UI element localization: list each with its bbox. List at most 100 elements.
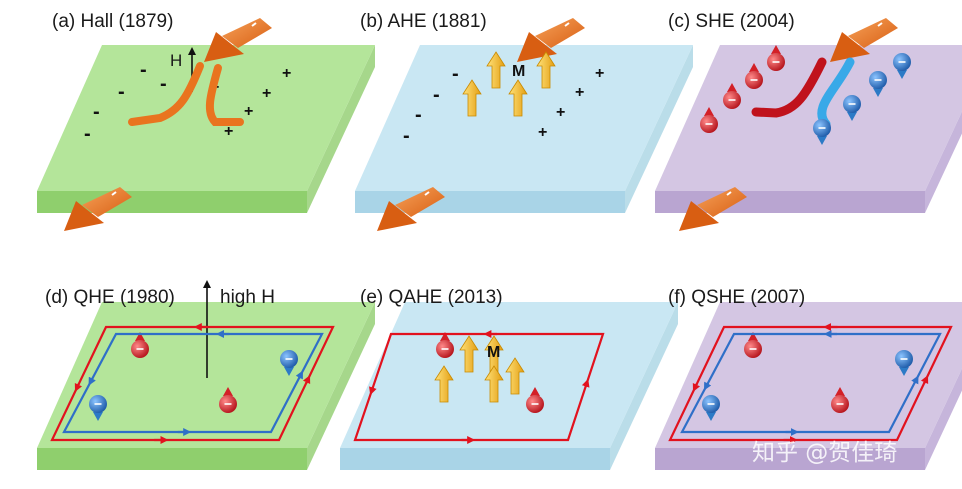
panel-b-minus-2: - bbox=[415, 104, 422, 126]
panel-f-edge-red-arrow-1 bbox=[920, 375, 929, 385]
lead-a-bottom-mark bbox=[111, 191, 117, 196]
panel-d-edge-red-arrow-1 bbox=[302, 375, 311, 385]
panel-f-spin-down-1-arrow bbox=[706, 412, 716, 421]
panel-f-edge-blue-path bbox=[680, 332, 942, 434]
slab-c-top-face bbox=[655, 45, 962, 191]
panel-f-spin-up-0-arrow bbox=[748, 332, 758, 341]
panel-d-spin-down-0-arrow bbox=[284, 367, 294, 376]
overlays-layer: -----+++++----++++ bbox=[50, 18, 953, 444]
slab-b-top-face bbox=[355, 45, 693, 191]
panel-c-spin-down-0 bbox=[893, 53, 911, 79]
panel-c-spin-up-2 bbox=[723, 83, 741, 109]
lead-b-top-mark bbox=[564, 22, 570, 27]
panel-a-label: (a) Hall (1879) bbox=[52, 11, 173, 32]
lead-a-top-head bbox=[204, 32, 244, 62]
panel-a-current-right bbox=[205, 64, 244, 126]
panel-c-spin-down-0-arrow bbox=[897, 70, 907, 79]
panel-a-minus-4: - bbox=[84, 123, 91, 145]
panel-c-spin-down-3-arrow bbox=[817, 136, 827, 145]
panel-e-label: (e) QAHE (2013) bbox=[360, 287, 503, 308]
panel-b-moment-arrow-2 bbox=[462, 79, 482, 117]
slab-d-top-face bbox=[37, 302, 375, 448]
panel-e-moment-arrow-3 bbox=[484, 365, 504, 403]
panel-b-minus-1: - bbox=[433, 84, 440, 106]
panel-c-spin-down-1-arrow bbox=[873, 88, 883, 97]
panel-c-spin-up-0-arrow bbox=[771, 45, 781, 54]
panel-b-moment-arrow-0 bbox=[486, 51, 506, 89]
panel-a-minus-2: - bbox=[160, 73, 167, 95]
panel-a-plus-2: + bbox=[244, 103, 253, 120]
panel-f-edge-red-arrow-3 bbox=[692, 382, 701, 392]
panel-a-plus-0: + bbox=[282, 65, 291, 82]
panel-f-label: (f) QSHE (2007) bbox=[668, 287, 805, 308]
panel-a-current-left bbox=[128, 62, 204, 126]
panel-d-spin-up-1 bbox=[219, 387, 237, 413]
slab-e-front-face bbox=[340, 448, 610, 470]
panel-e-edge-red-arrow-1 bbox=[581, 378, 590, 388]
lead-a-bottom-body bbox=[82, 187, 132, 217]
panel-f-spin-down-0 bbox=[895, 350, 913, 376]
panel-d-spin-up-1-arrow bbox=[223, 387, 233, 396]
panel-f-spin-up-1-arrow bbox=[835, 387, 845, 396]
panel-d-edge-red-arrow-3 bbox=[74, 382, 83, 392]
panel-a-minus-1: - bbox=[118, 81, 125, 103]
panel-f-spin-down-0-arrow bbox=[899, 367, 909, 376]
lead-a-top-body bbox=[222, 18, 272, 48]
panel-b-plus-0: + bbox=[595, 65, 604, 82]
panel-a-plus-3: + bbox=[224, 123, 233, 140]
panel-a-field-label: H bbox=[170, 51, 182, 70]
lead-c-bottom bbox=[679, 187, 747, 231]
panel-d-edge-blue-arrow-1 bbox=[295, 370, 303, 380]
panel-e-moment-arrow-4 bbox=[505, 357, 525, 395]
panel-c-spin-down-1 bbox=[869, 71, 887, 97]
panel-b-moment-arrow-3 bbox=[508, 79, 528, 117]
panel-d-spin-up-0 bbox=[131, 332, 149, 358]
panel-f-edge-blue bbox=[680, 330, 942, 436]
lead-a-top bbox=[204, 18, 272, 62]
lead-a-bottom-head bbox=[64, 201, 104, 231]
panel-f-spin-up-1 bbox=[831, 387, 849, 413]
slab-a-top-face bbox=[37, 45, 375, 191]
panel-e-edge-red bbox=[353, 330, 605, 444]
panel-e-spin-up-0 bbox=[436, 332, 454, 358]
panel-e-spin-down-0 bbox=[526, 387, 544, 413]
panel-a-plus-1: + bbox=[262, 85, 271, 102]
slab-d-side-face bbox=[307, 302, 375, 470]
lead-c-bottom-head bbox=[679, 201, 719, 231]
panel-e-moment-arrow-2 bbox=[434, 365, 454, 403]
panel-e-spin-up-0-arrow bbox=[440, 332, 450, 341]
panel-c-spin-up-1-arrow bbox=[749, 63, 759, 72]
lead-b-bottom bbox=[377, 187, 445, 231]
panel-b-moment-arrow-1 bbox=[536, 51, 556, 89]
lead-a-top-mark bbox=[251, 22, 257, 27]
slab-f-side-face bbox=[925, 368, 962, 470]
slab-c bbox=[655, 45, 962, 213]
panel-b-plus-1: + bbox=[575, 84, 584, 101]
slab-e-top-face bbox=[340, 302, 678, 448]
panel-b-plus-3: + bbox=[538, 124, 547, 141]
lead-c-top bbox=[830, 18, 898, 62]
panel-b-plus-2: + bbox=[556, 104, 565, 121]
panel-d-label: (d) QHE (1980) bbox=[45, 287, 175, 308]
lead-a-bottom bbox=[64, 187, 132, 231]
lead-b-top-body bbox=[535, 18, 585, 48]
panel-d-spin-down-1 bbox=[89, 395, 107, 421]
panel-c-label: (c) SHE (2004) bbox=[668, 11, 795, 32]
lead-b-bottom-body bbox=[395, 187, 445, 217]
slab-b-side-face bbox=[625, 45, 693, 213]
slab-d-front-face bbox=[37, 448, 307, 470]
panel-b-moment-label: M bbox=[512, 63, 525, 80]
panel-d-edge-blue-path bbox=[62, 332, 324, 434]
panel-c-spin-down-2-arrow bbox=[847, 112, 857, 121]
panel-d-field-label: high H bbox=[220, 287, 275, 308]
panel-c-current-red bbox=[751, 57, 827, 118]
panel-f-spin-up-0 bbox=[744, 332, 762, 358]
panel-e-spin-down-0-arrow bbox=[530, 387, 540, 396]
panel-f-edge-red-path bbox=[668, 325, 953, 442]
slab-f-front-face bbox=[655, 448, 925, 470]
watermark-text: 知乎 @贺佳琦 bbox=[752, 440, 897, 466]
lead-c-top-mark bbox=[877, 22, 883, 27]
panel-c-spin-up-2-arrow bbox=[727, 83, 737, 92]
panel-d-spin-down-1-arrow bbox=[93, 412, 103, 421]
